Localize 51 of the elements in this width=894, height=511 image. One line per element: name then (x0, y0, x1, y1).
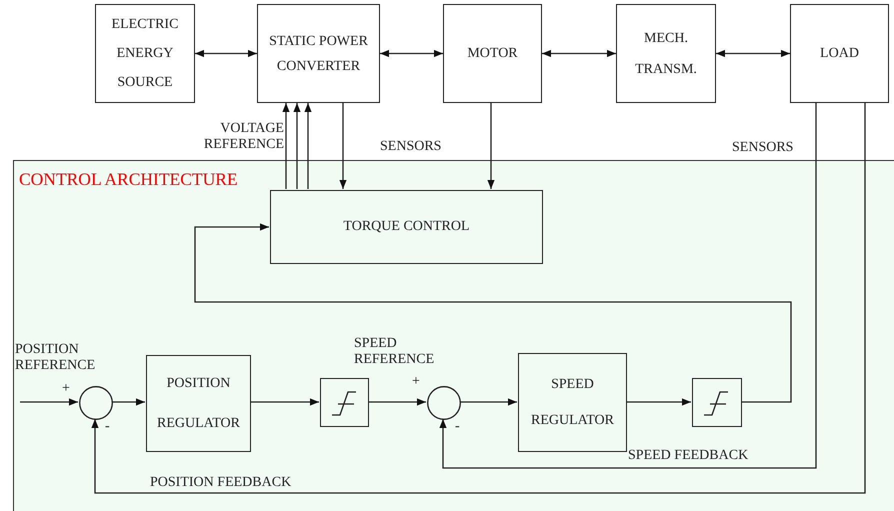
block-label: STATIC POWER CONVERTER (268, 32, 369, 76)
summing-junction (79, 386, 113, 420)
sign-label: - (105, 419, 110, 435)
block-label: TORQUE CONTROL (342, 218, 471, 236)
sign-label: + (412, 374, 420, 390)
arrow (487, 103, 495, 189)
arrow (195, 50, 257, 58)
block-box (518, 353, 627, 452)
arrow (460, 398, 517, 406)
arrow (112, 398, 145, 406)
block-label: POSITION REGULATOR (156, 374, 241, 432)
block-box (257, 4, 380, 103)
block-label: ELECTRIC ENERGY SOURCE (110, 16, 180, 92)
arrow (626, 398, 691, 406)
block-box (443, 4, 542, 103)
block-label: SPEED REGULATOR (530, 376, 615, 430)
arrow (339, 103, 347, 189)
sign-label: + (62, 381, 70, 397)
block-box (790, 4, 889, 103)
signal-label: SENSORS (732, 140, 794, 156)
signal-label: POSITION REFERENCE (15, 342, 96, 374)
arrow (250, 398, 319, 406)
group-panel (13, 160, 894, 511)
block-label: LOAD (819, 44, 860, 62)
block-box (270, 190, 543, 264)
signal-label: VOLTAGE REFERENCE (202, 121, 284, 153)
sign-label: - (455, 419, 460, 435)
arrow (20, 398, 78, 406)
block-box (616, 4, 716, 103)
arrow (304, 103, 312, 189)
arrow (194, 223, 792, 403)
arrow (368, 398, 426, 406)
panel-title: CONTROL ARCHITECTURE (19, 169, 238, 190)
saturation-block (320, 378, 369, 427)
block-box (146, 355, 251, 452)
edge-label: POSITION FEEDBACK (150, 475, 292, 491)
block-label: MOTOR (466, 44, 519, 62)
arrow (380, 50, 443, 58)
arrow (293, 103, 301, 189)
arrow (542, 50, 616, 58)
saturation-block (692, 378, 742, 427)
edge-label: SPEED FEEDBACK (628, 448, 748, 464)
summing-junction (427, 386, 461, 420)
arrow (91, 103, 866, 494)
arrow (716, 50, 790, 58)
signal-label: SENSORS (380, 139, 442, 155)
arrow (282, 103, 290, 189)
block-box (95, 4, 195, 103)
signal-label: SPEED REFERENCE (354, 336, 436, 368)
arrow (439, 103, 817, 469)
block-label: MECH. TRANSM. (634, 30, 698, 78)
